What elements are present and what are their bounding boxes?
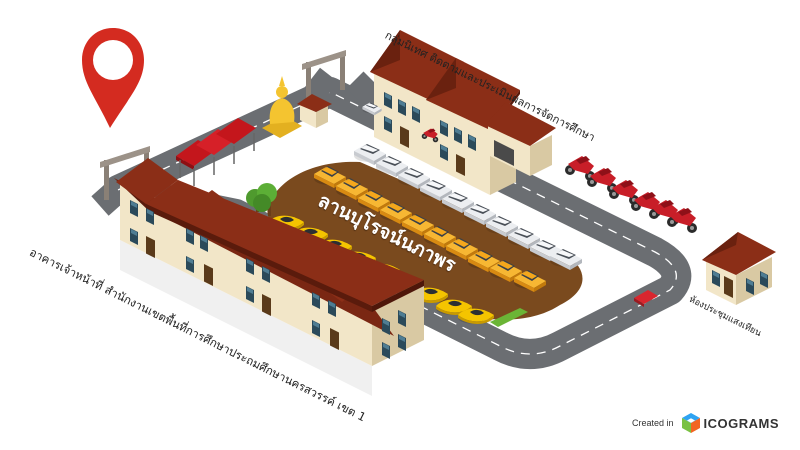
- road-vehicles: [176, 102, 658, 328]
- credit-prefix: Created in: [632, 418, 674, 428]
- tents: [176, 118, 256, 186]
- icograms-logo-icon: [681, 413, 700, 433]
- main-staff-building: [114, 158, 424, 396]
- hedge: [490, 308, 528, 327]
- top-office-building: [370, 30, 556, 195]
- top-gate: [302, 50, 346, 100]
- map-pin-icon: [82, 28, 144, 128]
- meeting-room-building: [702, 232, 776, 305]
- brand-name: ICOGRAMS: [703, 415, 780, 431]
- icograms-credit[interactable]: Created in ICOGRAMS: [632, 411, 779, 435]
- buddha-statue-icon: [262, 76, 302, 138]
- tree-cluster: [246, 183, 277, 216]
- guard-booth: [297, 94, 332, 128]
